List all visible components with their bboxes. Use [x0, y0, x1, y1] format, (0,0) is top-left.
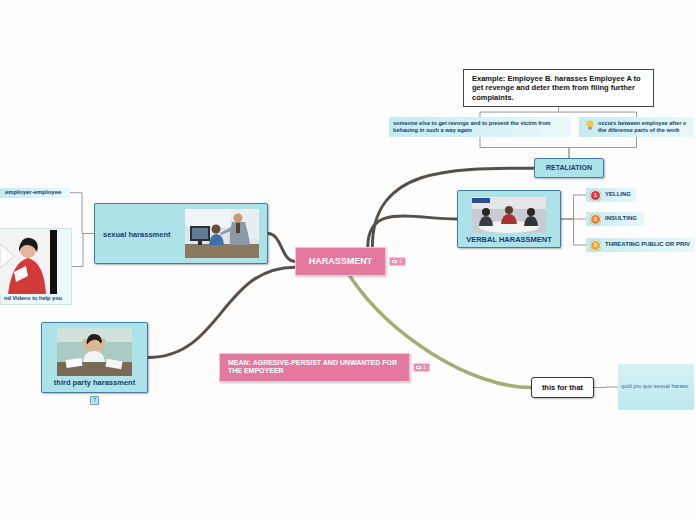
connector [480, 107, 559, 117]
node-text: third party harassment [44, 378, 145, 387]
definition-box: MEAN: AGRESIVE-PERSIST AND UNWANTED FOR … [219, 353, 410, 382]
callout-number: 3 [590, 240, 601, 251]
node-text: employer-employee [5, 189, 67, 197]
node-text: INSULTING [605, 215, 640, 223]
connector [561, 219, 586, 245]
callout-number: 1 [590, 190, 601, 201]
note-box: occurs between employee after o the dife… [579, 117, 694, 137]
meeting-photo [472, 197, 546, 233]
node-text: sexual harassment [103, 230, 177, 239]
connector [72, 234, 94, 267]
node-text: nd Videos to help you [4, 295, 69, 302]
connector [268, 234, 295, 262]
node-text: someone else to get revorge and to preve… [393, 120, 567, 134]
node-text: occurs between employee after o the dife… [598, 120, 691, 134]
connector [594, 387, 618, 389]
callout-number: 2 [590, 214, 601, 225]
node-text: THREATING PUBLIC OR PRIV [605, 241, 691, 249]
link-badge: 7 [90, 396, 99, 405]
node-text: MEAN: AGRESIVE-PERSIST AND UNWANTED FOR … [228, 359, 401, 376]
branch-box: RETALIATION [534, 158, 604, 178]
video-thumbnail [0, 230, 57, 294]
example-box: Example: Employee B. harasses Employee A… [463, 69, 654, 107]
connector [559, 107, 637, 117]
lightbulb-icon [586, 120, 593, 129]
connector [148, 267, 295, 357]
office-photo [185, 209, 259, 258]
leaf-box: quid pro quo sexual harass [618, 364, 694, 410]
node-text: quid pro quo sexual harass [621, 383, 691, 390]
leaf-box: THREATING PUBLIC OR PRIV [586, 238, 694, 252]
connector [569, 137, 637, 158]
node-text: Example: Employee B. harasses Employee A… [472, 74, 645, 102]
node-text: YELLING [605, 191, 632, 199]
note-box: someone else to get revorge and to preve… [389, 117, 571, 137]
central-topic-box: HARASSMENT [295, 247, 386, 276]
leaf-box: employer-employee [0, 188, 70, 198]
node-text: RETALIATION [537, 164, 601, 172]
connector [70, 193, 94, 234]
node-text: VERBAL HARASSMENT [460, 235, 558, 244]
comment-badge: 1 [389, 257, 406, 266]
comment-badge: 1 [413, 363, 430, 372]
connector [561, 195, 586, 219]
node-text: this for that [534, 383, 591, 392]
node-text: HARASSMENT [298, 256, 383, 267]
connector [480, 137, 569, 158]
branch-box: this for that [531, 377, 594, 398]
connector [368, 216, 457, 247]
stressed-woman-photo [57, 328, 132, 376]
